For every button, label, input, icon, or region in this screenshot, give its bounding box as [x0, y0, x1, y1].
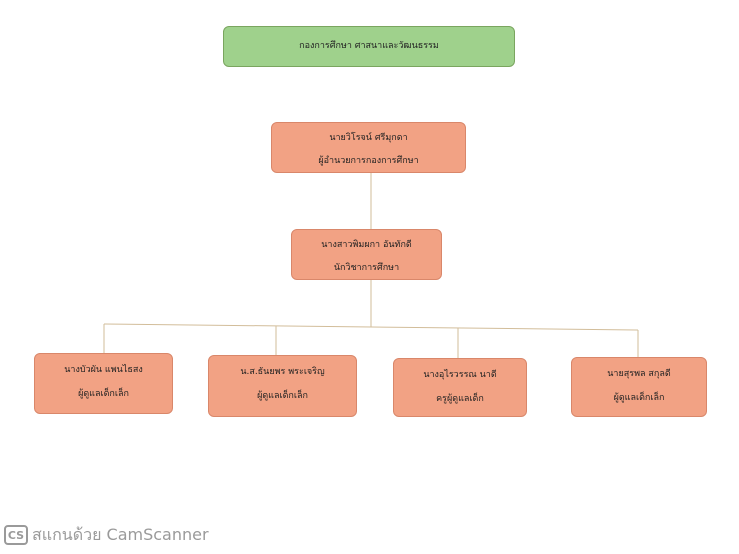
director-name: นายวิโรจน์ ศรีมุกดา	[329, 133, 408, 143]
camscanner-logo-icon: CS	[4, 525, 28, 545]
caregiver-box-4: นายสุรพล สกุลดี ผู้ดูแลเด็กเล็ก	[571, 357, 707, 417]
camscanner-watermark: CS สแกนด้วย CamScanner	[4, 524, 209, 546]
academic-name: นางสาวพิมผกา อันทักดี	[321, 240, 412, 250]
academic-position: นักวิชาการศึกษา	[333, 263, 400, 273]
caregiver-position: ครูผู้ดูแลเด็ก	[436, 394, 484, 404]
org-root-title: กองการศึกษา ศาสนาและวัฒนธรรม	[299, 41, 439, 51]
caregiver-name: นางอุไรวรรณ นาดี	[423, 370, 497, 380]
director-box: นายวิโรจน์ ศรีมุกดา ผู้อำนวยการกองการศึก…	[271, 122, 466, 173]
academic-box: นางสาวพิมผกา อันทักดี นักวิชาการศึกษา	[291, 229, 442, 280]
caregiver-box-1: นางบัวผัน แพนไธสง ผู้ดูแลเด็กเล็ก	[34, 353, 173, 414]
caregiver-position: ผู้ดูแลเด็กเล็ก	[78, 389, 129, 399]
caregiver-box-3: นางอุไรวรรณ นาดี ครูผู้ดูแลเด็ก	[393, 358, 527, 417]
caregiver-name: นางบัวผัน แพนไธสง	[64, 365, 143, 375]
caregiver-name: นายสุรพล สกุลดี	[607, 369, 671, 379]
org-root-box: กองการศึกษา ศาสนาและวัฒนธรรม	[223, 26, 515, 67]
caregiver-name: น.ส.ธันยพร พระเจริญ	[240, 367, 325, 377]
watermark-text: สแกนด้วย CamScanner	[32, 524, 209, 544]
connector-bus	[103, 323, 639, 331]
caregiver-box-2: น.ส.ธันยพร พระเจริญ ผู้ดูแลเด็กเล็ก	[208, 355, 357, 417]
caregiver-position: ผู้ดูแลเด็กเล็ก	[613, 393, 665, 403]
director-position: ผู้อำนวยการกองการศึกษา	[318, 156, 419, 166]
caregiver-position: ผู้ดูแลเด็กเล็ก	[257, 391, 308, 401]
